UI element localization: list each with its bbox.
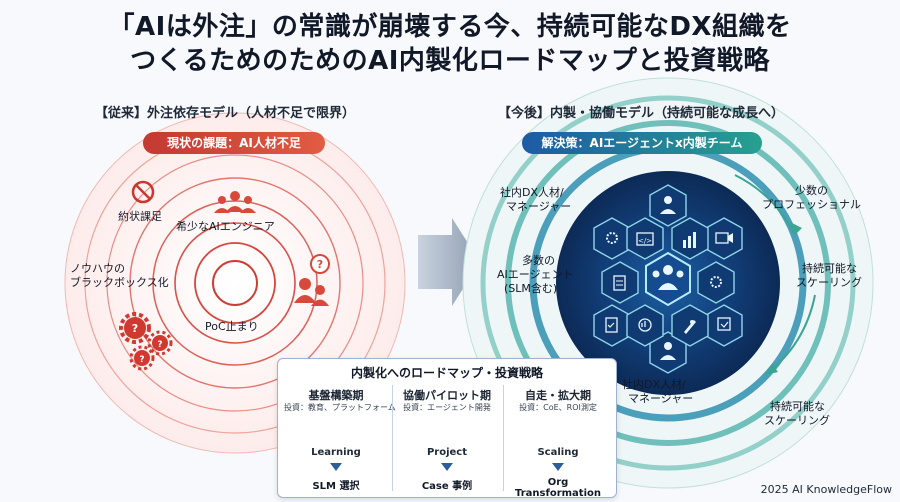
phase-icon-label: Project	[426, 447, 468, 458]
footer-credit: 2025 AI KnowledgeFlow	[760, 483, 892, 496]
team-icon	[214, 191, 256, 213]
label-scale2-2: スケーリング	[764, 414, 830, 427]
down-arrow-icon	[441, 463, 453, 471]
gear-icon: ? ? ?	[119, 312, 173, 371]
phase-scale: 自走・拡大期 投資：CoE、ROI測定 Scaling Org Transfor…	[506, 385, 610, 499]
phase-outcome: Case 事例	[421, 481, 473, 492]
svg-text:?: ?	[317, 258, 323, 271]
roadmap-title: 内製化へのロードマップ・投資戦略	[350, 366, 543, 380]
label-scale2-1: 持続可能な	[770, 400, 825, 413]
person-icon	[660, 342, 676, 360]
phase-icon-label: Learning	[311, 447, 361, 458]
label-pro-2: プロフェッショナル	[762, 198, 861, 211]
down-arrow-icon	[330, 463, 342, 471]
label-poc: PoC止まり	[205, 320, 259, 333]
label-dx-top-2: マネージャー	[506, 200, 572, 213]
main-title: 「AIは外注」の常識が崩壊する今、持続可能なDX組織を つくるためのためのAI内…	[0, 10, 900, 78]
hex-icons: </>	[605, 196, 733, 360]
phase-divider	[503, 385, 504, 491]
svg-text:</>: </>	[638, 237, 652, 245]
code-icon: </>	[636, 232, 654, 246]
phase-title: 自走・拡大期	[525, 389, 591, 402]
roadmap-panel: 内製化へのロードマップ・投資戦略 基盤構築期 投資：教育、プラットフォーム Le…	[277, 358, 617, 499]
label-dx-bottom-2: マネージャー	[628, 392, 694, 405]
down-arrow-icon	[552, 463, 564, 471]
video-icon	[715, 232, 733, 244]
video-icon	[717, 317, 731, 331]
right-solution-pill: 解決策：AIエージェントx内製チーム	[522, 132, 762, 154]
chart-icon	[638, 318, 652, 332]
phase-pilot: 協働パイロット期 投資：エージェント開発 Project Case 事例	[395, 385, 499, 492]
phase-investment: 投資：エージェント開発	[403, 403, 491, 412]
right-heading: 【今後】内製・協働モデル（持続可能な成長へ）	[498, 106, 785, 121]
document-icon	[613, 275, 626, 291]
phase-title: 基盤構築期	[308, 389, 364, 402]
label-knowhow-1: ノウハウの	[70, 262, 125, 275]
label-contract: 約状課足	[118, 210, 162, 223]
gear-icon	[710, 276, 722, 288]
gear-icon	[606, 232, 618, 244]
rocket-icon	[684, 320, 696, 334]
label-dx-bottom-1: 社内DX人材/	[622, 378, 686, 391]
phase-outcome: SLM 選択	[312, 481, 360, 492]
label-scale1-1: 持続可能な	[802, 262, 857, 275]
phase-icon-label: Scaling	[537, 447, 579, 458]
title-line-1: 「AIは外注」の常識が崩壊する今、持続可能なDX組織を	[108, 12, 792, 42]
person-icon	[294, 278, 329, 306]
svg-text:?: ?	[139, 355, 144, 365]
label-knowhow-2: ブラックボックス化	[70, 276, 169, 289]
phase-foundation: 基盤構築期 投資：教育、プラットフォーム Learning SLM 選択	[284, 385, 396, 492]
label-scale1-2: スケーリング	[796, 276, 862, 289]
phase-investment: 投資：教育、プラットフォーム	[284, 403, 396, 412]
phase-divider	[392, 385, 393, 491]
left-heading: 【従来】外注依存モデル（人材不足で限界）	[95, 106, 356, 121]
svg-text:?: ?	[157, 340, 162, 350]
label-agents-1: 多数の	[522, 254, 555, 267]
no-entry-icon	[131, 180, 155, 204]
phase-investment: 投資：CoE、ROI測定	[519, 403, 597, 412]
phase-title: 協働パイロット期	[403, 389, 491, 402]
label-agents-2: AIエージェント	[497, 268, 574, 281]
chart-icon	[683, 232, 696, 248]
label-agents-3: (SLM含む)	[504, 282, 558, 295]
svg-text:?: ?	[132, 322, 138, 335]
label-pro-1: 少数の	[795, 184, 828, 197]
phase-outcome: Org Transformation	[515, 477, 601, 499]
label-dx-top-1: 社内DX人材/	[500, 186, 564, 199]
title-line-2: つくるためのためのAI内製化ロードマップと投資戦略	[130, 46, 770, 76]
document-icon	[605, 317, 618, 333]
left-problem-pill: 現状の課題：AI人材不足	[143, 132, 325, 154]
label-scarce-engineers: 希少なAIエンジニア	[176, 220, 275, 233]
team-icon	[652, 265, 684, 290]
question-bubble-icon: ?	[310, 254, 330, 274]
person-icon	[660, 196, 676, 214]
